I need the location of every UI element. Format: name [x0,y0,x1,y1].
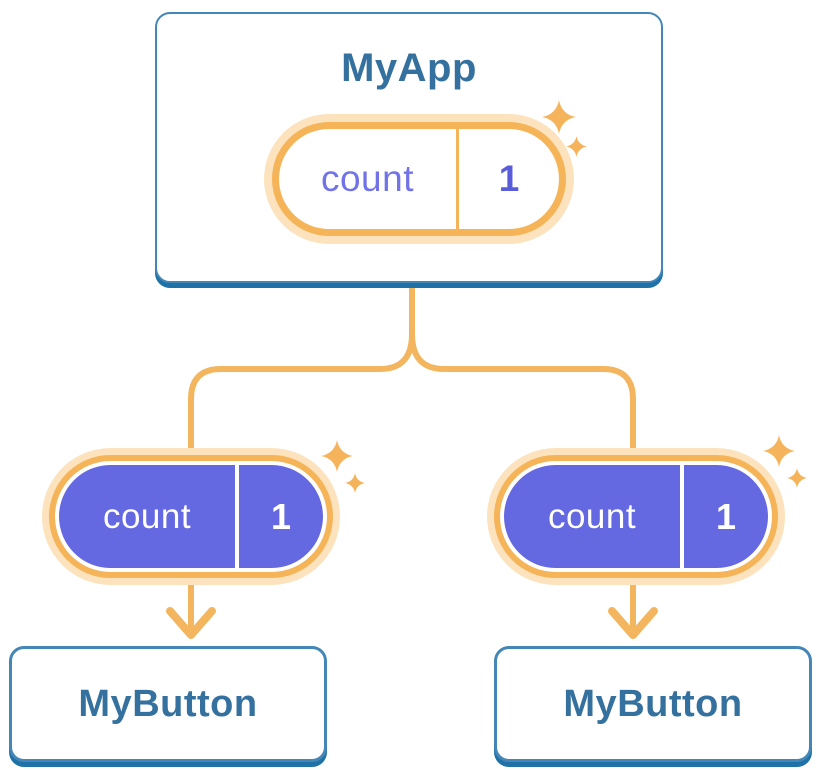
pill-fill: count 1 [504,465,768,568]
pill-body: count 1 [500,461,772,572]
pill-fill: count 1 [59,465,323,568]
state-label: count [320,158,414,199]
myapp-card: MyApp count 1 [155,12,663,283]
sparkles-icon [763,435,807,488]
mybutton-title: MyButton [563,682,743,725]
prop-divider [235,465,239,568]
myapp-title: MyApp [341,46,477,90]
pill-body: count 1 [279,129,559,229]
sparkles-icon [321,440,365,493]
mybutton-card-left: MyButton [9,646,327,762]
prop-label: count [547,496,637,536]
right-branch-line [409,331,636,637]
mybutton-title: MyButton [78,682,258,725]
prop-divider [680,465,684,568]
mybutton-card-right: MyButton [494,646,812,762]
right-prop-pill: count 1 [487,448,785,585]
prop-value: 1 [715,495,737,537]
pill-ring: count 1 [272,122,566,236]
prop-label: count [102,496,192,536]
pill-body: count 1 [55,461,327,572]
pill-ring: count 1 [49,455,333,578]
prop-value: 1 [270,495,292,537]
left-arrowhead-icon [166,607,216,639]
right-arrowhead-icon [608,607,658,639]
pill-ring: count 1 [494,455,778,578]
left-branch-line [188,331,415,637]
root-state-pill: count 1 [264,114,574,244]
state-value: 1 [498,158,520,199]
sparkles-icon [542,100,587,157]
state-divider [456,129,459,229]
left-prop-pill: count 1 [42,448,340,585]
